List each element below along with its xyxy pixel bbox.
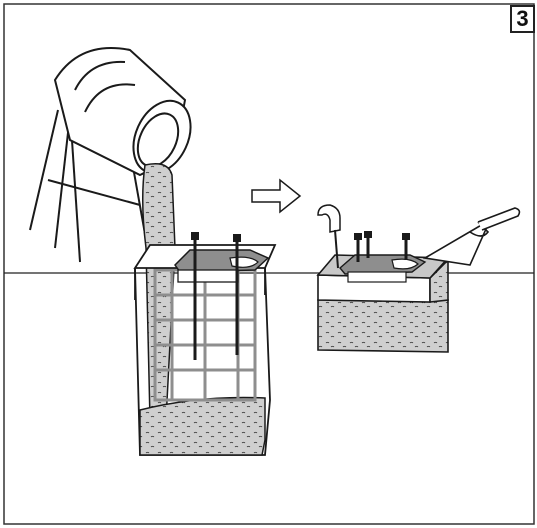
- step-number-badge: 3: [510, 5, 535, 33]
- arrow-right-icon: [251, 178, 302, 214]
- anchor-bolt-icon: [193, 238, 239, 360]
- concrete-mixer-icon: [29, 47, 192, 263]
- formwork-pour: [133, 232, 277, 456]
- level-gauge-icon: [317, 204, 341, 269]
- diagram-frame: [3, 3, 535, 525]
- foundation-finished: [316, 231, 450, 353]
- trowel-icon: [422, 207, 521, 266]
- concrete-pour-stream: [142, 163, 176, 421]
